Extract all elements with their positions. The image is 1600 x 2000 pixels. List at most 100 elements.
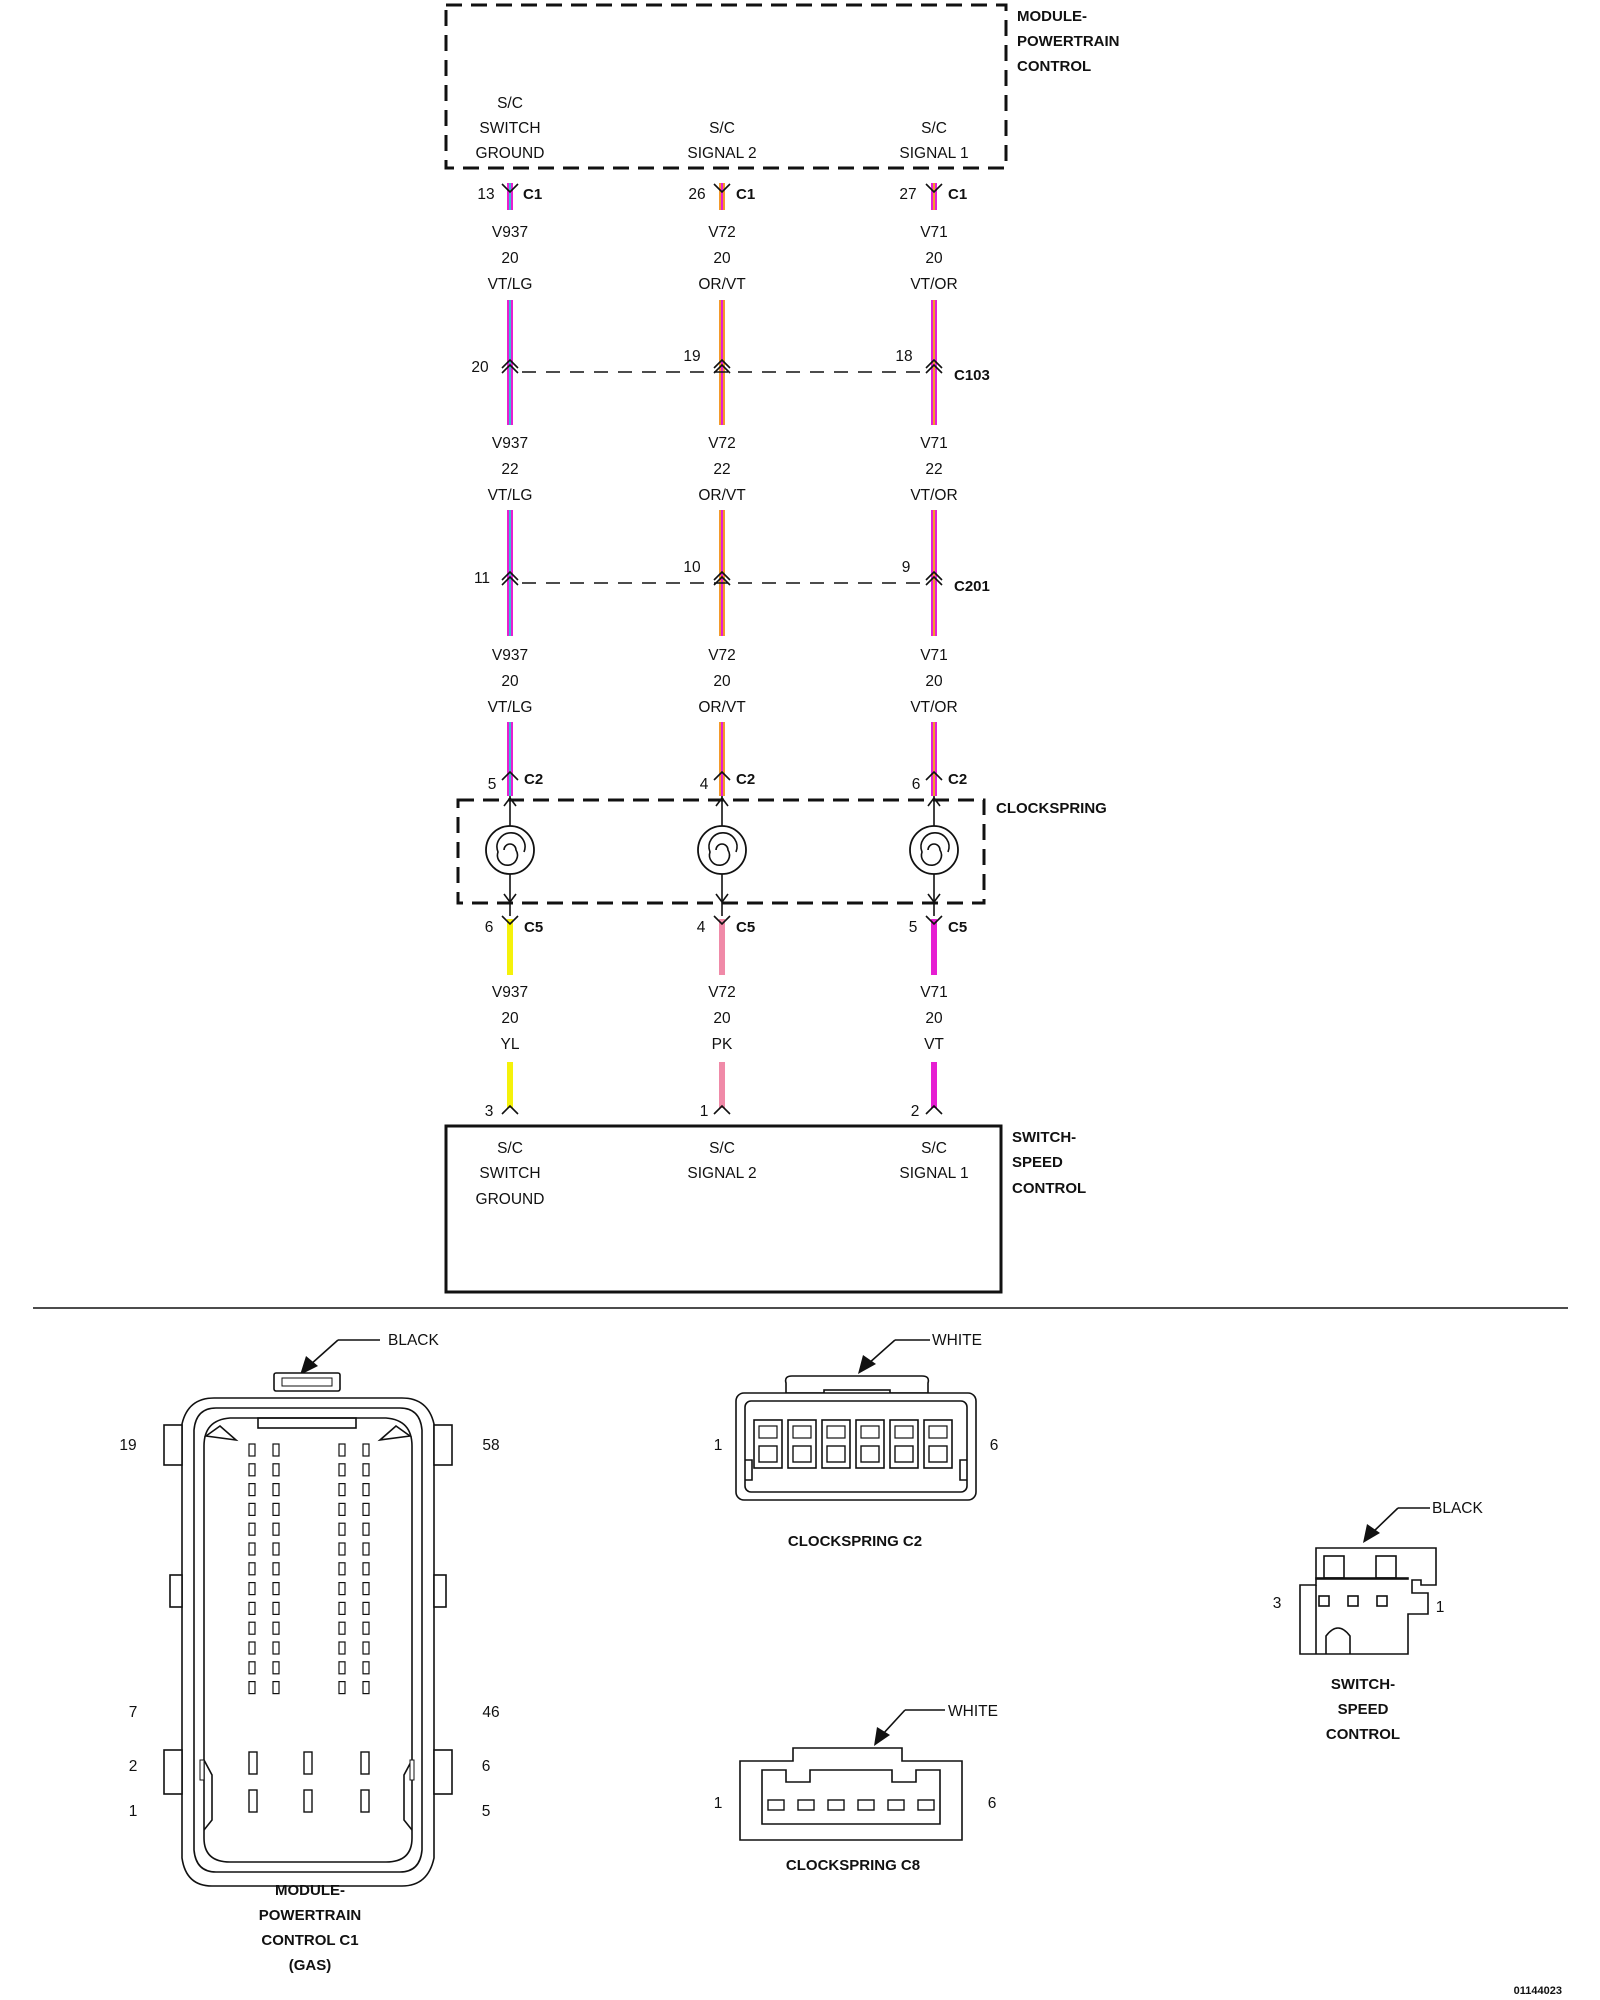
wire-circuit: V937 <box>492 647 528 664</box>
wire-circuit: V71 <box>920 647 948 664</box>
connector-cavity <box>248 1562 256 1576</box>
wire-color: OR/VT <box>698 699 746 716</box>
connector-chevron <box>925 183 943 194</box>
connector-cavity <box>248 1482 256 1497</box>
segment4-labels: V937 20 YL V72 20 PK V71 20 VT <box>492 984 948 1053</box>
connector-cavity <box>362 1542 370 1556</box>
connector-cavity <box>1347 1595 1359 1607</box>
pointer-line <box>1371 1507 1399 1534</box>
connector-cavity <box>248 1621 256 1635</box>
connector-key <box>257 1417 357 1429</box>
connector-chevron <box>713 915 731 926</box>
connector-cavity-terminal <box>758 1445 778 1463</box>
connector-chevron <box>925 570 943 581</box>
wire-color: OR/VT <box>698 487 746 504</box>
connector-notch <box>203 1759 213 1831</box>
clockspring-arrow <box>927 796 941 807</box>
connector-cavity <box>272 1522 280 1536</box>
wire-color: VT/LG <box>488 487 533 504</box>
connector-caption: CLOCKSPRING C2 <box>788 1533 922 1550</box>
wire-color: VT/OR <box>910 699 957 716</box>
pin-number: 18 <box>895 348 912 365</box>
pin-number: 5 <box>482 1803 491 1820</box>
connector-cavity <box>362 1581 370 1596</box>
connector-notch <box>403 1759 413 1831</box>
wire-tracer <box>933 183 935 210</box>
wire-tracer <box>509 183 511 210</box>
wire-gauge: 22 <box>713 461 730 478</box>
wire-color: VT <box>924 1036 944 1053</box>
pin-number: 5 <box>909 919 918 936</box>
connector-cavity <box>362 1680 370 1695</box>
connector-chevron <box>713 570 731 581</box>
connector-cavity <box>272 1562 280 1576</box>
pointer-line <box>867 1339 896 1365</box>
connector-name: C2 <box>736 771 755 788</box>
clockspring-arrow <box>503 796 517 807</box>
connector-inner <box>744 1400 968 1493</box>
connector-corner <box>203 1424 239 1442</box>
c103-connector: 20 19 18 C103 <box>471 348 989 384</box>
connector-chevron <box>925 363 943 374</box>
pointer-line <box>881 1709 906 1736</box>
pin-number: 6 <box>912 776 921 793</box>
wire-segment <box>507 1062 513 1108</box>
connector-chevron <box>925 575 943 586</box>
connector-cavity <box>338 1601 346 1616</box>
pcm-pin-label: SIGNAL 1 <box>899 145 968 162</box>
connector-cavity <box>338 1443 346 1457</box>
pin-number: 5 <box>488 776 497 793</box>
connector-chevron <box>501 183 519 194</box>
speed-switch-title-2: SPEED <box>1012 1154 1063 1171</box>
connector-cavity <box>362 1522 370 1536</box>
pointer-arrow <box>1363 1524 1380 1543</box>
clockspring-c2-cavities <box>753 1419 953 1469</box>
connector-cavity <box>360 1751 370 1775</box>
pin-number: 7 <box>129 1704 138 1721</box>
connector-name: C1 <box>736 186 755 203</box>
clockspring-arrow <box>715 893 729 904</box>
connector-name: C5 <box>948 919 967 936</box>
connector-cavity <box>272 1502 280 1517</box>
connector-cavity-latch <box>860 1425 880 1439</box>
pin-number: 19 <box>683 348 700 365</box>
wire-tracer <box>933 722 935 796</box>
connector-cavity <box>303 1751 313 1775</box>
pin-number: 6 <box>485 919 494 936</box>
connector-cavity <box>338 1562 346 1576</box>
segment2-labels: V937 22 VT/LG V72 22 OR/VT V71 22 VT/OR <box>488 435 958 504</box>
connector-chevron <box>501 770 519 781</box>
clockspring-arrow <box>503 893 517 904</box>
wire-tracer <box>509 300 511 425</box>
pcm-pin-label: S/C <box>921 120 947 137</box>
connector-cavity <box>248 1680 256 1695</box>
connector-keyway <box>1325 1627 1351 1654</box>
connector-symbol-group <box>501 183 943 1115</box>
connector-cavity-latch <box>758 1425 778 1439</box>
wire-circuit: V72 <box>708 647 736 664</box>
pin-number: 20 <box>471 359 489 376</box>
connector-cavity <box>1376 1595 1388 1607</box>
connector-cavity <box>272 1581 280 1596</box>
connector-cavity <box>362 1482 370 1497</box>
connector-cavity <box>272 1482 280 1497</box>
wire-circuit: V937 <box>492 984 528 1001</box>
wire-color: VT/OR <box>910 276 957 293</box>
connector-cavity <box>857 1799 875 1811</box>
pin-number: 6 <box>482 1758 491 1775</box>
connector-name: C1 <box>948 186 967 203</box>
connector-tab <box>433 1749 453 1795</box>
wire-color: OR/VT <box>698 276 746 293</box>
pin-number: 2 <box>129 1758 138 1775</box>
pointer-label: BLACK <box>388 1332 439 1349</box>
connector-cavity-latch <box>928 1425 948 1439</box>
connector-chevron <box>501 570 519 581</box>
connector-caption: CONTROL C1 <box>261 1932 358 1949</box>
connector-name: C2 <box>524 771 543 788</box>
pcm-module-title-1: MODULE- <box>1017 8 1087 25</box>
connector-cavity <box>272 1680 280 1695</box>
segment1-labels: V937 20 VT/LG V72 20 OR/VT V71 20 VT/OR <box>488 224 958 293</box>
pointer-arrow <box>874 1727 890 1746</box>
clockspring-spiral <box>496 832 526 866</box>
pin-number: 27 <box>899 186 916 203</box>
